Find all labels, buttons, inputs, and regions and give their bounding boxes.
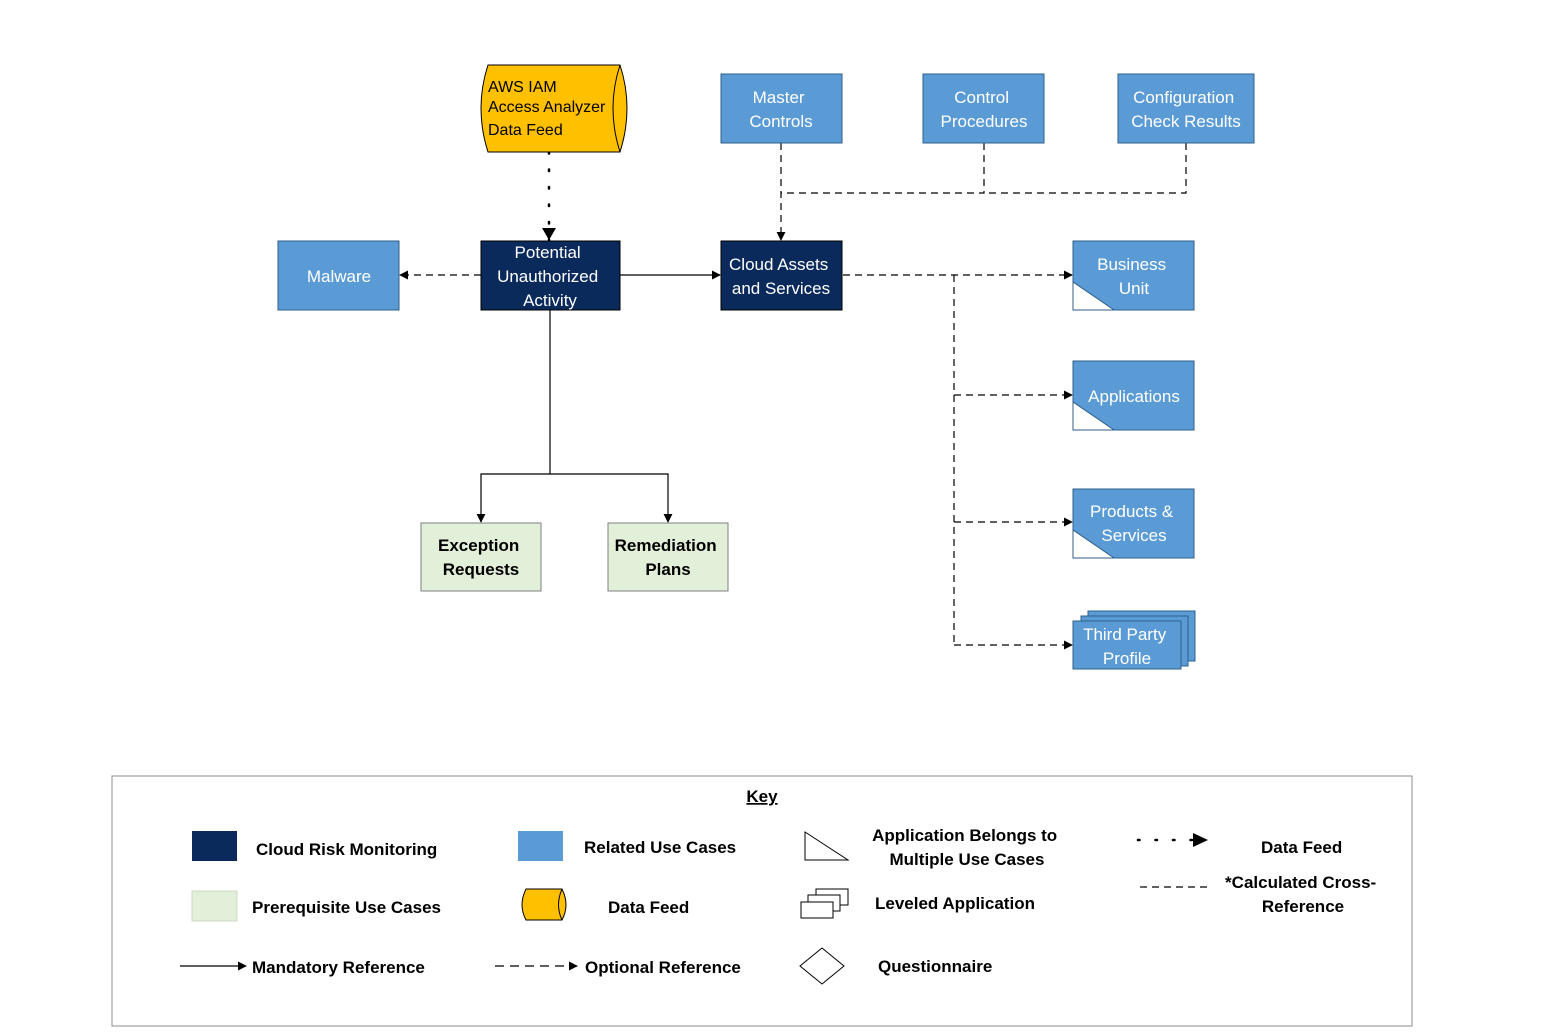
node-applications: Applications	[1072, 360, 1195, 431]
node-control-procedures: Control Procedures	[922, 73, 1045, 144]
remediation-plans-label: Remediation Plans	[615, 536, 722, 579]
key-related-use-cases: Related Use Cases	[584, 838, 736, 857]
connectors	[399, 143, 1187, 650]
key-multiple-use-cases-icon	[804, 831, 850, 861]
key-data-feed-arrow-label: Data Feed	[1261, 838, 1342, 857]
key-datafeed-cylinder-icon	[521, 888, 567, 921]
business-unit-label: Business Unit	[1097, 255, 1171, 298]
node-master-controls: Master Controls	[720, 73, 843, 144]
key-mandatory-reference: Mandatory Reference	[252, 958, 425, 977]
key-leveled-application: Leveled Application	[875, 894, 1035, 913]
key-swatch-prerequisite	[191, 890, 238, 922]
node-data-feed: AWS IAM Access Analyzer Data Feed	[480, 64, 628, 153]
third-party-profile-label: Third Party Profile	[1083, 625, 1171, 668]
data-feed-label: AWS IAM Access Analyzer Data Feed	[488, 79, 610, 139]
key-swatch-related	[518, 831, 563, 861]
applications-label: Applications	[1088, 387, 1180, 406]
key-swatch-cloud-risk	[192, 831, 237, 861]
potential-unauthorized-activity-label: Potential Unauthorized Activity	[497, 243, 603, 310]
exception-connector	[476, 473, 550, 523]
node-products-services: Products & Services	[1072, 488, 1195, 559]
key-title: Key	[746, 787, 778, 806]
key-legend: Key Cloud Risk Monitoring Prerequisite U…	[111, 775, 1413, 1027]
control-procedures-label: Control Procedures	[941, 88, 1028, 131]
key-calculated-cross-reference: *Calculated Cross- Reference	[1225, 873, 1381, 916]
exception-requests-label: Exception Requests	[438, 536, 524, 579]
key-leveled-application-icon	[800, 888, 849, 919]
node-exception-requests: Exception Requests	[420, 522, 542, 592]
key-questionnaire-icon	[799, 947, 845, 985]
configuration-check-results-label: Configuration Check Results	[1131, 88, 1241, 131]
config-check-connector	[984, 143, 1187, 194]
key-questionnaire: Questionnaire	[878, 957, 992, 976]
node-business-unit: Business Unit	[1072, 240, 1195, 311]
key-prerequisite-use-cases: Prerequisite Use Cases	[252, 898, 441, 917]
key-cloud-risk-monitoring: Cloud Risk Monitoring	[256, 840, 437, 859]
node-remediation-plans: Remediation Plans	[607, 522, 729, 592]
control-procedures-connector	[781, 143, 985, 194]
key-data-feed: Data Feed	[608, 898, 689, 917]
cloud-assets-label: Cloud Assets and Services	[729, 255, 833, 298]
node-potential-unauthorized-activity: Potential Unauthorized Activity	[480, 240, 621, 311]
node-cloud-assets: Cloud Assets and Services	[720, 240, 843, 311]
node-malware: Malware	[277, 240, 400, 311]
node-configuration-check-results: Configuration Check Results	[1117, 73, 1255, 144]
node-third-party-profile: Third Party Profile	[1072, 610, 1196, 670]
remediation-connector	[550, 473, 673, 523]
products-services-label: Products & Services	[1090, 502, 1178, 545]
key-optional-reference: Optional Reference	[585, 958, 741, 977]
malware-label: Malware	[307, 267, 371, 286]
master-controls-label: Master Controls	[749, 88, 812, 131]
key-data-feed-arrow	[1136, 833, 1208, 847]
key-app-multiple-label: Application Belongs to Multiple Use Case…	[872, 826, 1062, 869]
